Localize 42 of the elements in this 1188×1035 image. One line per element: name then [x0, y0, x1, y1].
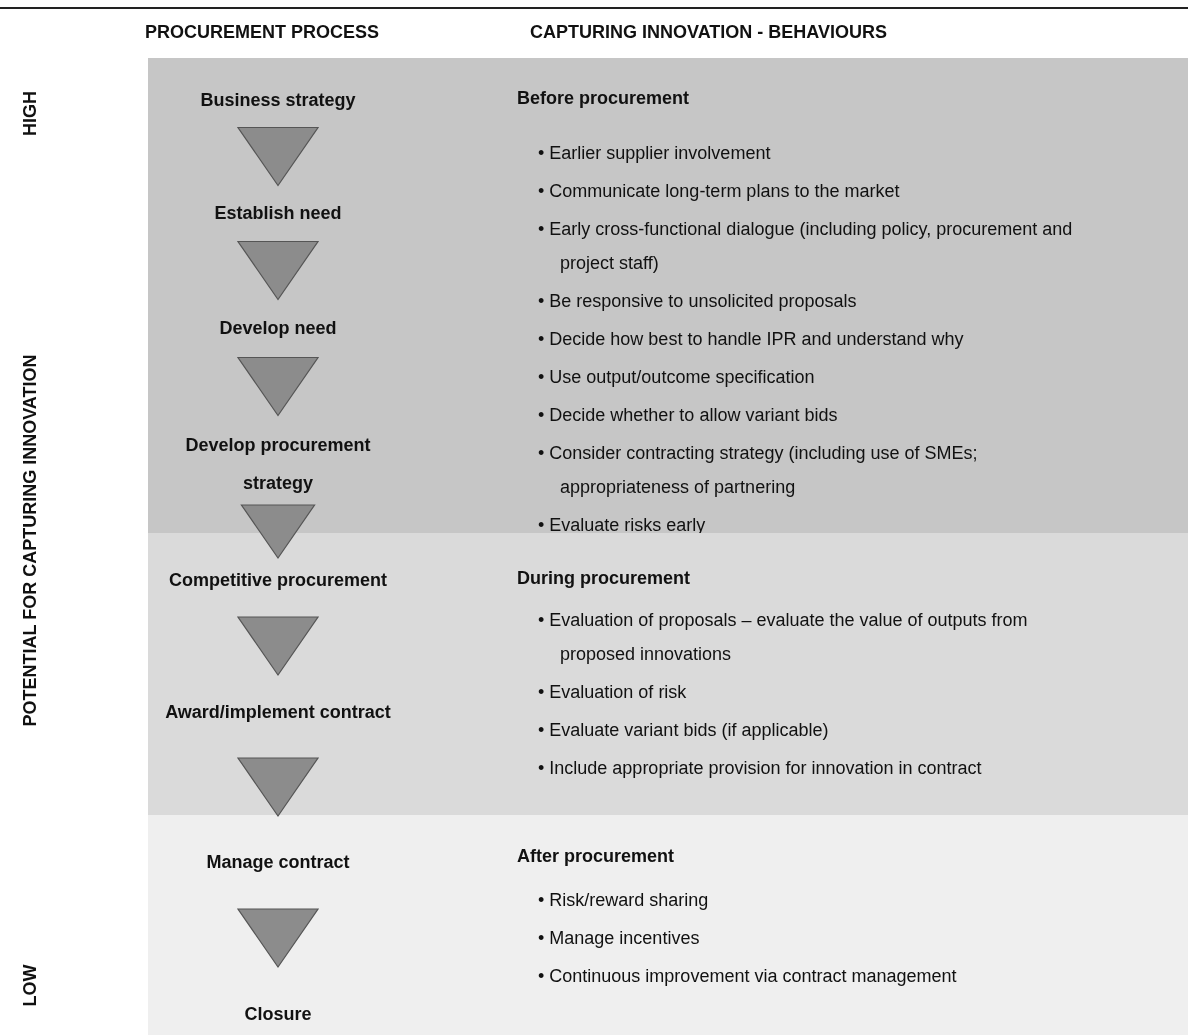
flow-arrow	[236, 908, 320, 969]
bullet-text: • Risk/reward sharing	[538, 889, 710, 912]
flow-arrow	[236, 757, 320, 818]
process-step: Competitive procurement	[158, 561, 398, 599]
bullet-text: • Earlier supplier involvement	[538, 142, 772, 165]
bullet-text: • Include appropriate provision for innovation in contract	[538, 757, 983, 780]
column-heading: CAPTURING INNOVATION - BEHAVIOURS	[530, 22, 887, 43]
flow-arrow	[236, 356, 320, 417]
bullet-text: • Early cross-functional dialogue (including policy, procurement and project staff)	[538, 218, 1074, 275]
bullet-text: • Evaluation of proposals – evaluate the value of outputs from proposed innovations	[538, 609, 1029, 666]
bullet-text: • Use output/outcome specification	[538, 366, 816, 389]
bullet-text: • Evaluation of risk	[538, 681, 688, 704]
process-step: Closure	[158, 995, 398, 1033]
bullet-text: • Consider contracting strategy (including use of SMEs; appropriateness of partnering	[538, 442, 979, 499]
process-step: Award/implement contract	[158, 693, 398, 731]
bullet-text: • Decide how best to handle IPR and understand why	[538, 328, 965, 351]
bullet-text: • Manage incentives	[538, 927, 701, 950]
flow-arrow	[236, 616, 320, 677]
bullet-text: • Continuous improvement via contract management	[538, 965, 958, 988]
axis-label: LOW	[19, 964, 41, 1006]
section-heading: After procurement	[517, 846, 675, 867]
bullet-text: • Be responsive to unsolicited proposals	[538, 290, 858, 313]
section-heading: During procurement	[517, 568, 690, 589]
axis-label: HIGH	[19, 90, 41, 136]
process-step: Develop need	[158, 309, 398, 347]
band-panel	[148, 815, 1188, 1035]
band-panel	[148, 58, 1188, 533]
band-panel	[148, 533, 1188, 815]
bullet-text: • Communicate long-term plans to the market	[538, 180, 901, 203]
bullet-text: • Evaluate risks early	[538, 514, 707, 537]
bullet-text: • Decide whether to allow variant bids	[538, 404, 839, 427]
axis-label: POTENTIAL FOR CAPTURING INNOVATION	[19, 354, 41, 726]
flow-arrow	[236, 126, 320, 187]
section-heading: Before procurement	[517, 88, 690, 109]
column-heading: PROCUREMENT PROCESS	[145, 22, 380, 43]
flow-arrow	[240, 504, 316, 560]
process-step: Establish need	[158, 194, 398, 232]
bullet-text: • Evaluate variant bids (if applicable)	[538, 719, 830, 742]
process-step: Develop procurement strategy	[158, 426, 398, 502]
process-step: Business strategy	[158, 81, 398, 119]
flow-arrow	[236, 240, 320, 301]
process-step: Manage contract	[158, 843, 398, 881]
